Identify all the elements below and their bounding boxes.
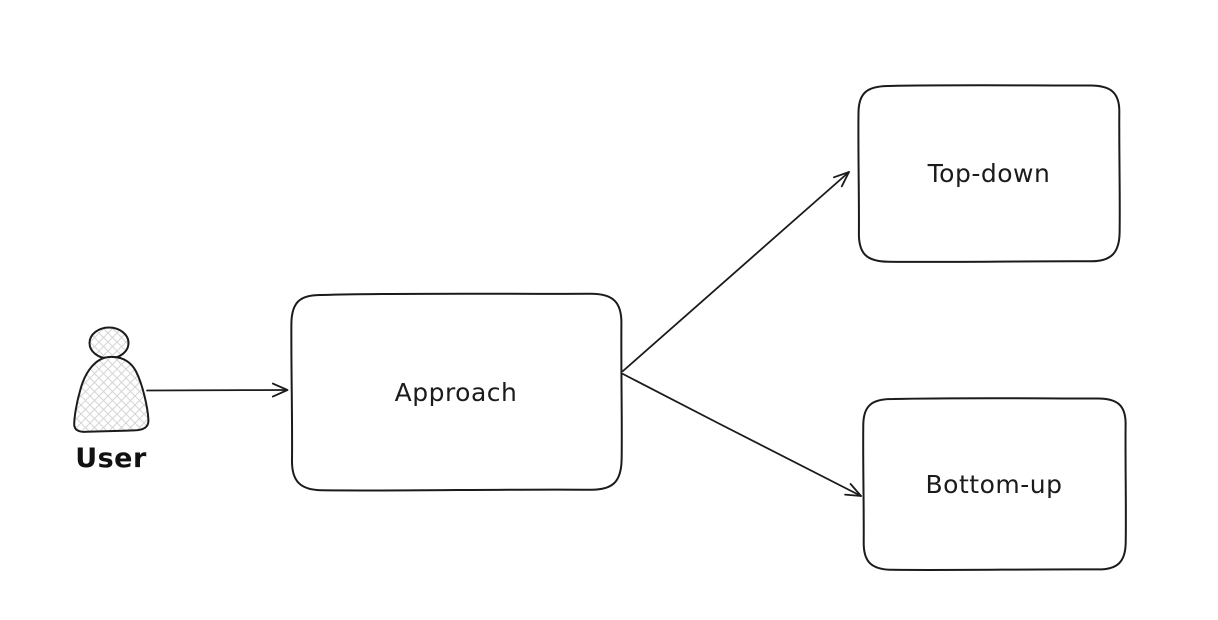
node-user[interactable]: User: [73, 326, 150, 475]
edge-user-approach[interactable]: [146, 382, 289, 398]
node-approach-label: Approach: [395, 378, 518, 407]
node-topdown-label: Top-down: [927, 159, 1051, 188]
approach-box: [290, 292, 623, 492]
topdown-box: [857, 84, 1121, 263]
node-bottomup[interactable]: Bottom-up: [862, 397, 1127, 571]
user-head-icon: [88, 326, 130, 360]
node-user-label: User: [75, 443, 147, 474]
edge-approach-bottomup[interactable]: [622, 373, 862, 497]
node-approach[interactable]: Approach: [290, 292, 623, 492]
bottomup-box: [862, 397, 1127, 571]
node-topdown[interactable]: Top-down: [857, 84, 1121, 263]
node-bottomup-label: Bottom-up: [926, 470, 1063, 499]
edge-approach-topdown[interactable]: [622, 171, 850, 372]
user-body-icon: [73, 355, 150, 433]
